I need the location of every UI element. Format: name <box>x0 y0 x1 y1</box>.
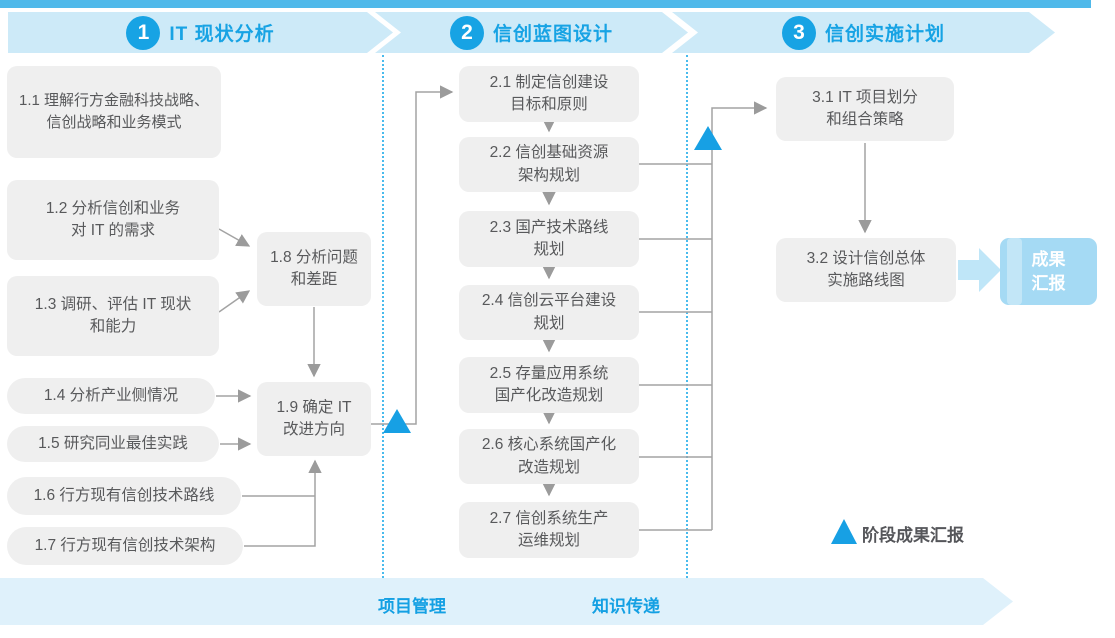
node-2-4: 2.4 信创云平台建设 规划 <box>459 285 639 340</box>
connector-1-7-to-1-9 <box>244 459 322 547</box>
phase-number-badge-2: 2 <box>450 16 484 50</box>
legend-triangle-icon <box>831 519 857 544</box>
footer-label-project-management: 项目管理 <box>378 597 446 616</box>
node-1-8: 1.8 分析问题 和差距 <box>257 232 371 306</box>
phase-divider-2 <box>686 55 688 578</box>
milestone-triangle-2 <box>694 126 722 150</box>
node-2-6: 2.6 核心系统国产化 改造规划 <box>459 429 639 484</box>
node-3-2: 3.2 设计信创总体 实施路线图 <box>776 238 956 302</box>
deliverable-arrow <box>958 248 1001 292</box>
connector-bus-to-3-1 <box>711 101 768 530</box>
node-1-1: 1.1 理解行方金融科技战略、 信创战略和业务模式 <box>7 66 221 158</box>
node-1-5: 1.5 研究同业最佳实践 <box>7 426 219 462</box>
node-1-7: 1.7 行方现有信创技术架构 <box>7 527 243 565</box>
phase-number-badge-3: 3 <box>782 16 816 50</box>
node-2-3: 2.3 国产技术路线 规划 <box>459 211 639 267</box>
phase-title-3: 信创实施计划 <box>824 24 945 45</box>
node-1-6: 1.6 行方现有信创技术路线 <box>7 477 241 515</box>
phase-band-1: 1 IT 现状分析 <box>8 12 393 53</box>
top-accent-bar <box>0 0 1091 8</box>
node-2-7: 2.7 信创系统生产 运维规划 <box>459 502 639 558</box>
footer-label-knowledge-transfer: 知识传递 <box>592 597 660 616</box>
footer-band <box>0 578 1013 625</box>
phase-divider-1 <box>382 55 384 578</box>
node-2-2: 2.2 信创基础资源 架构规划 <box>459 137 639 192</box>
milestone-triangle-1 <box>383 409 411 433</box>
node-2-5: 2.5 存量应用系统 国产化改造规划 <box>459 357 639 413</box>
node-3-1: 3.1 IT 项目划分 和组合策略 <box>776 77 954 141</box>
deliverable-report-box: 成果 汇报 <box>1000 238 1097 305</box>
deliverable-report-label: 成果 汇报 <box>1031 249 1066 293</box>
phase-number-badge-1: 1 <box>126 16 160 50</box>
node-1-2: 1.2 分析信创和业务 对 IT 的需求 <box>7 180 219 260</box>
connector-1-3-to-1-8 <box>218 290 251 313</box>
node-1-9: 1.9 确定 IT 改进方向 <box>257 382 371 456</box>
phase-title-2: 信创蓝图设计 <box>492 24 613 45</box>
node-2-1: 2.1 制定信创建设 目标和原则 <box>459 66 639 122</box>
node-1-3: 1.3 调研、评估 IT 现状 和能力 <box>7 276 219 356</box>
legend-label: 阶段成果汇报 <box>862 526 964 545</box>
node-1-4: 1.4 分析产业侧情况 <box>7 378 215 414</box>
phase-band-2: 2 信创蓝图设计 <box>375 12 688 53</box>
connector-1-2-to-1-8 <box>218 228 251 247</box>
phase-title-1: IT 现状分析 <box>169 24 275 45</box>
phase-band-3: 3 信创实施计划 <box>672 12 1055 53</box>
